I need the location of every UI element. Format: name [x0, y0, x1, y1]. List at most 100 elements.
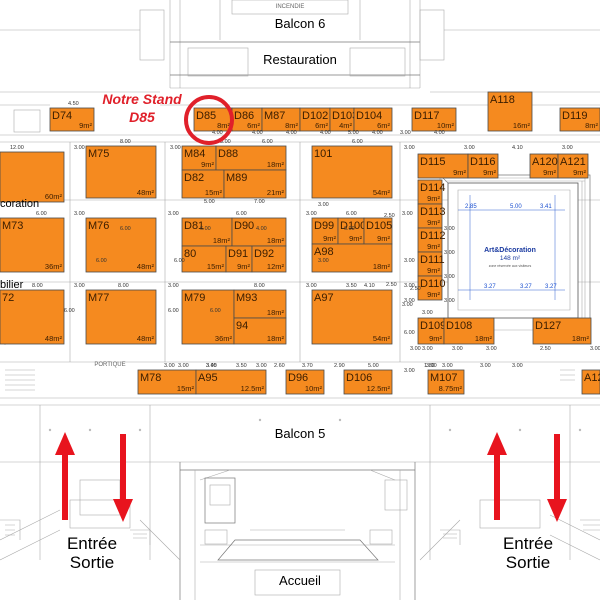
- booth-area: 15m²: [207, 262, 225, 271]
- central-area-name: Art&Décoration: [484, 247, 536, 254]
- decoration-label: coration: [0, 198, 39, 210]
- booth-id: D116: [470, 156, 495, 168]
- booth-id: D117: [414, 110, 439, 122]
- svg-text:3.27: 3.27: [520, 284, 532, 290]
- booth-area: 9m²: [79, 121, 92, 130]
- booth-rect: [343, 369, 393, 395]
- booth-id: M93: [236, 292, 257, 304]
- booth-id: A120: [532, 156, 558, 168]
- dimension-label: 3.00: [402, 211, 413, 217]
- booth-rect: [85, 145, 157, 199]
- dimension-label: 4.00: [252, 130, 263, 136]
- booth-area: 9m²: [377, 234, 390, 243]
- booth-m75: M75 48m²: [85, 145, 157, 199]
- booth-area: 18m²: [267, 236, 285, 245]
- booth-id: M84: [184, 148, 205, 160]
- booth-id: D99: [314, 220, 334, 232]
- svg-text:3.27: 3.27: [484, 284, 496, 290]
- booth-area: 15m²: [177, 384, 195, 393]
- dimension-label: 2.50: [410, 286, 421, 292]
- booth-id: D113: [420, 206, 445, 218]
- dimension-label: 6.00: [96, 258, 107, 264]
- booth-id: D82: [184, 172, 204, 184]
- portique-label: PORTIQUE: [94, 362, 125, 368]
- dimension-label: 3.00: [178, 363, 189, 369]
- booth-id: 80: [184, 248, 196, 260]
- dimension-label: 3.00: [256, 363, 267, 369]
- booth-rect: [85, 217, 157, 273]
- dimension-label: 6.00: [168, 308, 179, 314]
- booth-rect: [417, 275, 443, 301]
- dimension-label: 3.50: [346, 283, 357, 289]
- balcon5-label: Balcon 5: [275, 426, 326, 441]
- booth-id: D119: [562, 110, 587, 122]
- booth-area: 18m²: [213, 236, 231, 245]
- booth-id: M75: [88, 148, 109, 160]
- dimension-label: 3.00: [442, 363, 453, 369]
- booth-rect: [417, 179, 443, 205]
- booth-area: 8.75m²: [439, 384, 463, 393]
- dimension-label: 6.00: [346, 211, 357, 217]
- our-stand-annotation: Notre Stand D85: [102, 91, 234, 145]
- booth-area: 54m²: [373, 334, 391, 343]
- booth-rect: [181, 289, 235, 345]
- booth-id: D85: [196, 110, 216, 122]
- dimension-label: 3.00: [400, 130, 411, 136]
- booth-id: 94: [236, 320, 248, 332]
- dimension-label: 6.00: [262, 139, 273, 145]
- dimension-label: 6.00: [344, 226, 355, 232]
- booth-80: 80 15m²: [181, 245, 227, 273]
- dimension-label: 3.00: [426, 363, 437, 369]
- booth-area: 9m²: [237, 262, 250, 271]
- booth-id: D81: [184, 220, 204, 232]
- booth-area: 10m²: [305, 384, 323, 393]
- booth-rect: [181, 217, 233, 247]
- booth-id: D96: [288, 372, 308, 384]
- booth-rect: [467, 153, 499, 179]
- dimension-label: 3.00: [306, 211, 317, 217]
- booth-id: M76: [88, 220, 109, 232]
- dimension-label: 4.00: [372, 130, 383, 136]
- booth-id: 101: [314, 148, 332, 160]
- booth-id: D114: [420, 182, 445, 194]
- booth-id: A98: [314, 246, 334, 258]
- booth-id: D111: [420, 254, 445, 266]
- booth-rect: [417, 317, 445, 345]
- sortie-label-right: Sortie: [506, 553, 550, 572]
- booth-rect: [427, 369, 465, 395]
- booth-rect: [181, 169, 225, 199]
- dimension-label: 2.50: [386, 282, 397, 288]
- booth-area: 48m²: [137, 188, 155, 197]
- svg-text:3.27: 3.27: [545, 284, 557, 290]
- booth-area: 6m²: [377, 121, 390, 130]
- booth-id: A121: [560, 156, 586, 168]
- booth-rect: [233, 317, 287, 345]
- booth-area: 48m²: [45, 334, 63, 343]
- restauration-label: Restauration: [263, 52, 337, 67]
- booth-rect: [0, 217, 65, 273]
- booth-id: A118: [490, 94, 515, 106]
- sortie-label-left: Sortie: [70, 553, 114, 572]
- booth-id: D74: [52, 110, 72, 122]
- dimension-label: 6.00: [120, 226, 131, 232]
- booth-id: M79: [184, 292, 205, 304]
- booth-id: A97: [314, 292, 334, 304]
- booth-id: D106: [346, 372, 372, 384]
- dimension-label: 1.80: [424, 363, 435, 369]
- dimension-label: 4.00: [212, 130, 223, 136]
- booth-area: 18m²: [373, 262, 391, 271]
- accueil-label: Accueil: [279, 573, 321, 588]
- annotation-line1: Notre Stand: [102, 91, 182, 107]
- booth-rect: [581, 369, 600, 395]
